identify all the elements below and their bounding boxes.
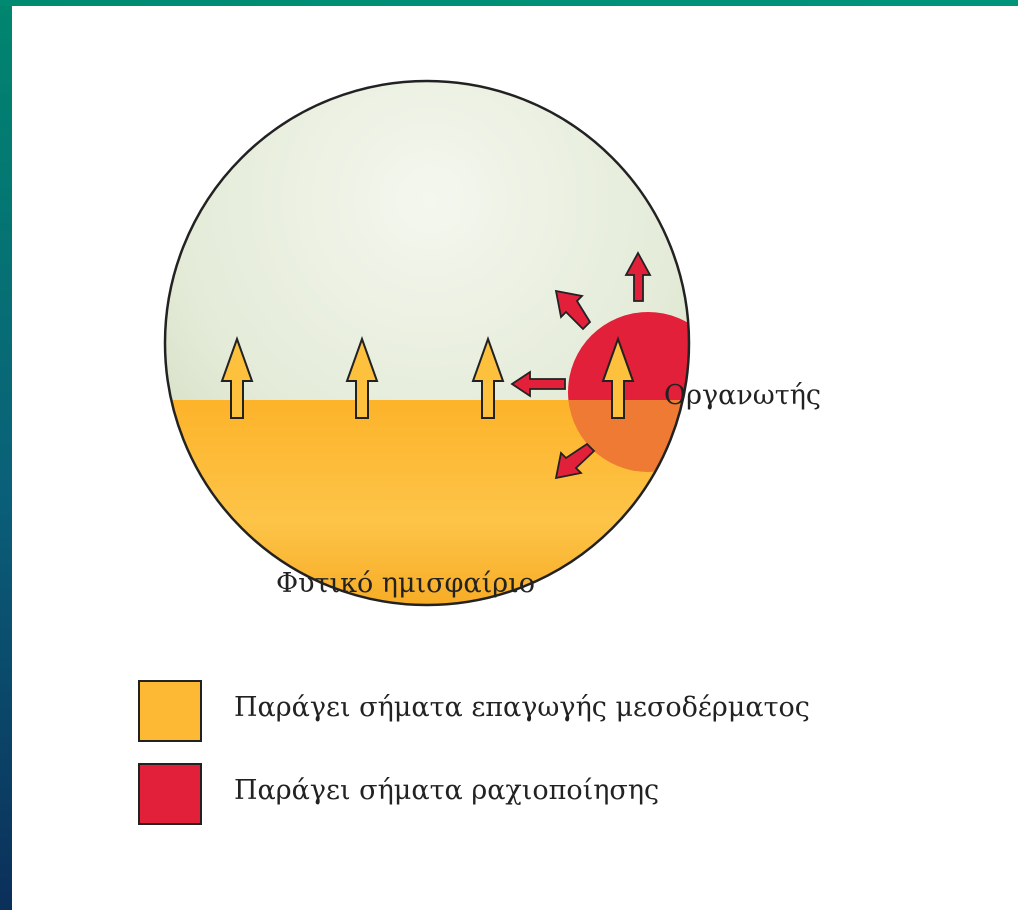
- legend-item-dorsalizing: Παράγει σήματα ραχιοποίησης: [138, 763, 898, 827]
- legend-item-mesoderm: Παράγει σήματα επαγωγής μεσοδέρματος: [138, 680, 898, 744]
- legend-label-dorsalizing: Παράγει σήματα ραχιοποίησης: [234, 775, 659, 806]
- vegetal-hemisphere-label: Φυτικό ημισφαίριο: [276, 568, 535, 599]
- legend-swatch-mesoderm: [138, 680, 202, 742]
- organizer-label: Οργανωτής: [664, 380, 821, 411]
- legend-swatch-dorsalizing: [138, 763, 202, 825]
- legend-label-mesoderm: Παράγει σήματα επαγωγής μεσοδέρματος: [234, 692, 810, 723]
